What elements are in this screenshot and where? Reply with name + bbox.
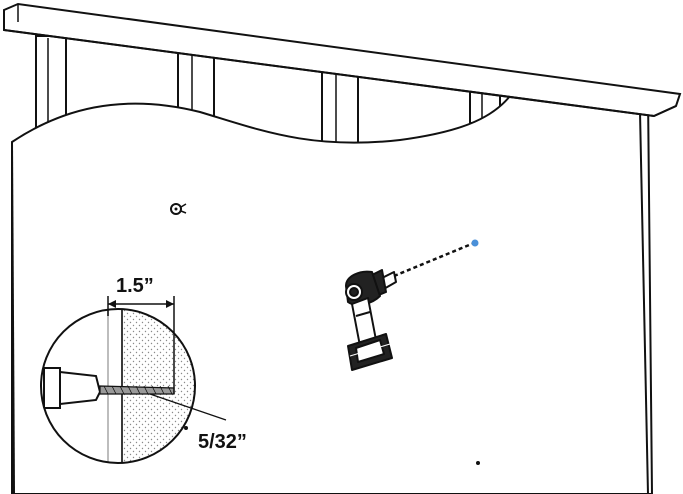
drill-path — [393, 241, 475, 278]
wall-anchor-icon — [170, 203, 187, 215]
stud-3 — [321, 71, 359, 148]
bit-size-label: 5/32” — [198, 431, 247, 453]
bit-size-leader — [149, 393, 227, 421]
depth-label: 1.5” — [116, 275, 154, 297]
panel-edge — [639, 111, 649, 494]
top-plate — [3, 2, 682, 118]
pilot-hole-mark — [476, 461, 480, 465]
target-dot — [471, 239, 479, 247]
pilot-hole-mark — [184, 426, 188, 430]
drill-icon — [345, 269, 397, 371]
